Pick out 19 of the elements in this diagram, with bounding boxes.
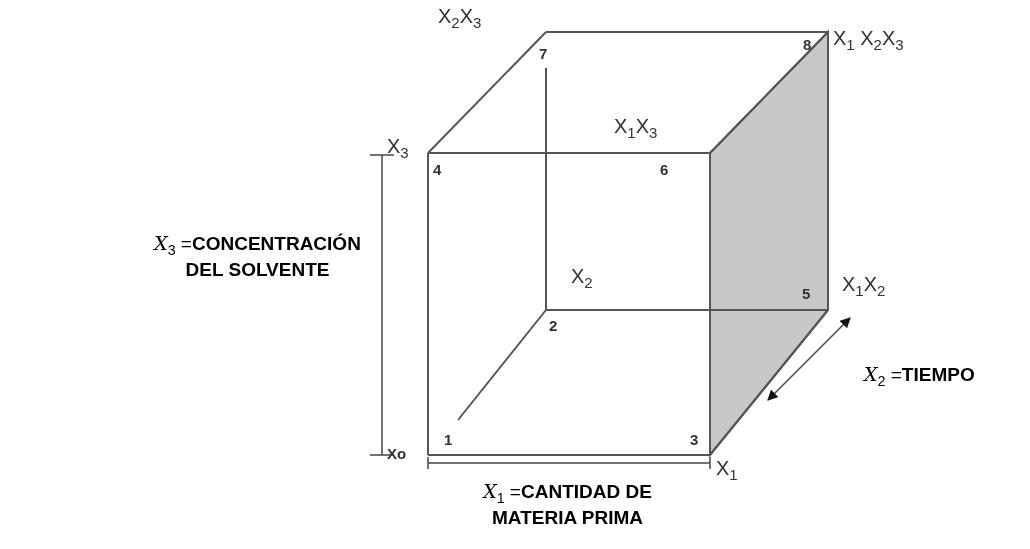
axis-label: X$_{2}$ =TIEMPO — [864, 363, 975, 391]
vertex-label: X$_{2}$X$_{3}$ — [438, 6, 482, 31]
vertex-number: 1 — [444, 432, 453, 447]
vertex-label: X$_{2}$ — [571, 266, 593, 291]
vertex-label: X$_{1}$ X$_{2}$X$_{3}$ — [833, 28, 904, 53]
vertex-number: 7 — [539, 46, 548, 61]
vertex-label: X$_{1}$X$_{2}$ — [842, 274, 886, 299]
axis-label: X$_{1}$ =CANTIDAD DE MATERIA PRIMA — [481, 480, 653, 530]
vertex-label: X$_{3}$ — [387, 136, 409, 161]
axis-label: X$_{3}$ =CONCENTRACIÓN DEL SOLVENTE — [152, 232, 362, 282]
vertex-number: 4 — [433, 162, 442, 177]
vertex-number: 8 — [803, 37, 812, 52]
vertex-number: 2 — [549, 318, 558, 333]
vertex-number: 3 — [690, 432, 699, 447]
vertex-number: 5 — [802, 286, 811, 301]
vertex-label: X$_{1}$X$_{3}$ — [614, 116, 658, 141]
vertex-label: Xo — [387, 446, 407, 461]
vertex-label: X$_{1}$ — [716, 458, 738, 483]
vertex-number: 6 — [660, 162, 669, 177]
